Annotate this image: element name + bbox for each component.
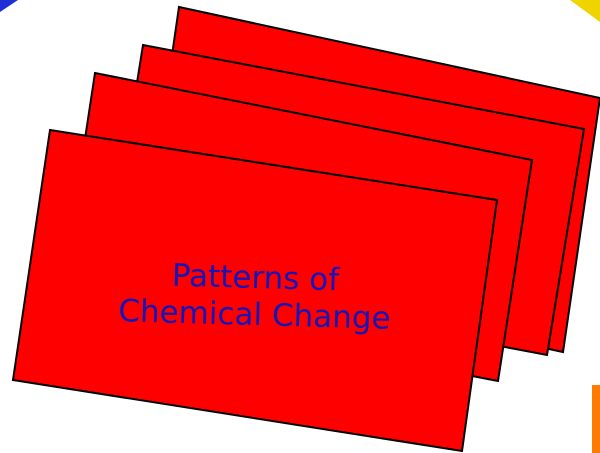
orange-corner-shape xyxy=(592,385,600,453)
blue-corner-shape xyxy=(0,0,18,12)
card-front xyxy=(11,128,499,453)
yellow-corner-shape xyxy=(570,0,600,22)
